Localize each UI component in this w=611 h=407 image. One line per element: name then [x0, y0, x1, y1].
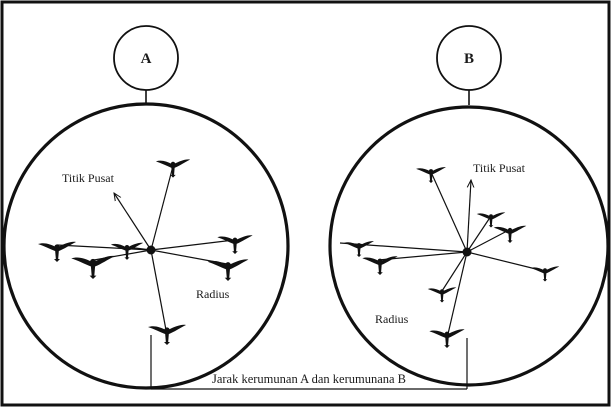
cluster-b: B Titik Pusat Radius — [328, 25, 610, 387]
cluster-a-label: A — [141, 51, 152, 67]
cluster-b-boundary — [328, 105, 610, 387]
radius-line — [150, 239, 235, 251]
distance-bracket — [150, 335, 468, 390]
radius-line — [466, 229, 510, 253]
bird-icon — [429, 329, 465, 348]
center-arrow-b — [466, 180, 471, 253]
bird-icon — [148, 324, 186, 345]
bird-icon — [530, 266, 560, 282]
bird-icon — [110, 242, 144, 260]
distance-label: Jarak kerumunan A dan kerumunana B — [212, 372, 406, 386]
radius-label-a: Radius — [196, 287, 230, 301]
bird-icon — [362, 256, 398, 275]
cluster-a: A Titik Pusat Radius — [2, 25, 290, 390]
bird-icon — [416, 167, 446, 183]
bird-icon — [38, 241, 76, 262]
radius-line — [441, 251, 468, 292]
bird-icon — [493, 225, 527, 243]
radius-line — [447, 251, 468, 335]
bird-icon — [427, 287, 457, 303]
bird-icon — [71, 255, 115, 279]
radius-line — [430, 171, 468, 253]
bird-icon — [207, 259, 249, 281]
center-arrow-a — [114, 193, 152, 251]
radius-line — [150, 249, 167, 331]
center-point-b — [462, 247, 472, 257]
bird-icon — [476, 212, 506, 228]
cluster-b-radius-lines — [339, 171, 545, 335]
radius-line — [339, 242, 468, 253]
center-point-a — [146, 245, 156, 255]
radius-line — [150, 165, 174, 251]
radius-label-b: Radius — [375, 312, 409, 326]
radius-line — [466, 215, 492, 253]
bird-icon — [155, 159, 191, 178]
radius-line — [466, 251, 545, 272]
center-label-b: Titik Pusat — [473, 161, 526, 175]
bird-icon — [344, 241, 374, 257]
cluster-a-radius-lines — [56, 165, 235, 331]
radius-line — [56, 244, 152, 251]
center-label-a: Titik Pusat — [62, 171, 115, 185]
bird-icon — [217, 235, 253, 254]
cluster-a-boundary — [2, 102, 290, 390]
cluster-b-label: B — [464, 51, 474, 67]
